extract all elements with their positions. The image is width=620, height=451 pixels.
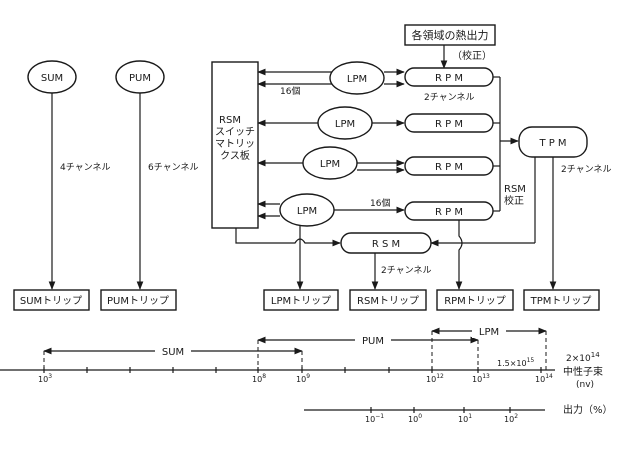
sum-range-label: SUM <box>162 347 184 358</box>
rpm-channels: 2チャンネル <box>424 92 474 103</box>
pum-trip-box <box>100 289 177 311</box>
lpm-detector-3-label: LPM <box>320 159 340 170</box>
rpm-trip-label: RPMトリップ <box>444 295 506 307</box>
matrix-label-line-4: クス板 <box>220 149 250 162</box>
lpm-range-label: LPM <box>479 327 499 338</box>
rsm-calibration-line-1: RSM <box>504 184 526 195</box>
lpm-detector-2-label: LPM <box>335 119 355 130</box>
flux-scale-note: 2×1014 <box>566 351 600 364</box>
flux-axis-ticks: 103 108 109 1012 1013 1014 <box>38 367 553 384</box>
sum-trip-box <box>13 289 90 311</box>
flux-tick-label-1: 108 <box>252 373 266 384</box>
pum-channels: 6チャンネル <box>148 162 198 173</box>
rpm-module-2-label: R P M <box>435 119 463 130</box>
pum-range-label: PUM <box>362 336 384 347</box>
flux-tick-label-0: 103 <box>38 373 52 384</box>
rpm-trip-line <box>455 220 463 290</box>
lpm-top-count: 16個 <box>280 85 300 97</box>
flux-tick-label-3: 1012 <box>426 373 444 384</box>
sum-range-label-bg <box>155 343 191 357</box>
rsm-trip-label: RSMトリップ <box>357 295 419 307</box>
power-axis-title: 出力（%） <box>563 403 613 416</box>
matrix-label-line-2: スイッチ <box>215 126 255 138</box>
sum-trip-label: SUMトリップ <box>20 295 82 307</box>
matrix-to-rsm-line <box>235 228 341 247</box>
flux-axis-unit: (nv) <box>576 380 594 390</box>
flux-tick-label-4: 1013 <box>472 373 490 384</box>
tpm-trip-label: TPMトリップ <box>530 295 592 307</box>
rsm-module-label: R S M <box>372 239 400 250</box>
flux-tick-label-5: 1014 <box>535 373 553 384</box>
sum-detector-label: SUM <box>41 73 63 84</box>
power-tick-label-1: 100 <box>408 413 422 424</box>
sum-channels: 4チャンネル <box>60 162 110 173</box>
flux-marker: 1.5×1015 <box>497 357 534 368</box>
lpm-bottom-count: 16個 <box>370 197 390 209</box>
rpm-module-4-label: R P M <box>435 207 463 218</box>
matrix-label-line-3: マトリッ <box>215 139 255 150</box>
rpm-module-3-label: R P M <box>435 162 463 173</box>
power-tick-label-3: 102 <box>504 413 518 424</box>
rsm-channels: 2チャンネル <box>381 265 431 276</box>
lpm-trip-box <box>263 289 339 311</box>
lpm-detector-1-label: LPM <box>347 74 367 85</box>
rsm-trip-box <box>349 289 427 311</box>
lpm-detector-1 <box>329 61 385 95</box>
matrix-label-line-1: RSM <box>219 115 241 126</box>
power-tick-label-0: 10−1 <box>365 413 384 424</box>
rsm-module <box>340 232 432 254</box>
lpm-range-label-bg <box>472 324 506 338</box>
tpm-module-label: T P M <box>538 138 566 149</box>
flux-axis-title: 中性子束 <box>563 365 603 378</box>
heat-output-box <box>404 24 496 46</box>
power-tick-label-2: 101 <box>458 413 472 424</box>
flux-axis-minor-ticks <box>86 367 390 373</box>
rsm-calibration-line-2: 校正 <box>504 194 524 207</box>
lpm-trip-label: LPMトリップ <box>271 295 331 307</box>
power-axis-ticks: 10−1 100 101 102 <box>365 407 518 424</box>
pum-trip-label: PUMトリップ <box>107 295 169 307</box>
tpm-channels: 2チャンネル <box>561 164 611 175</box>
lpm-detector-4-label: LPM <box>297 206 317 217</box>
heat-output-label: 各領域の熱出力 <box>412 28 489 42</box>
tpm-trip-box <box>523 289 600 311</box>
pum-range-label-bg <box>355 333 391 347</box>
calibration-label: （校正） <box>452 49 492 62</box>
rpm-trip-box <box>436 289 514 311</box>
rsm-switch-matrix-board <box>211 61 259 229</box>
pum-detector-label: PUM <box>129 73 151 84</box>
rpm-module-1-label: R P M <box>435 73 463 84</box>
flux-tick-label-2: 109 <box>296 373 310 384</box>
